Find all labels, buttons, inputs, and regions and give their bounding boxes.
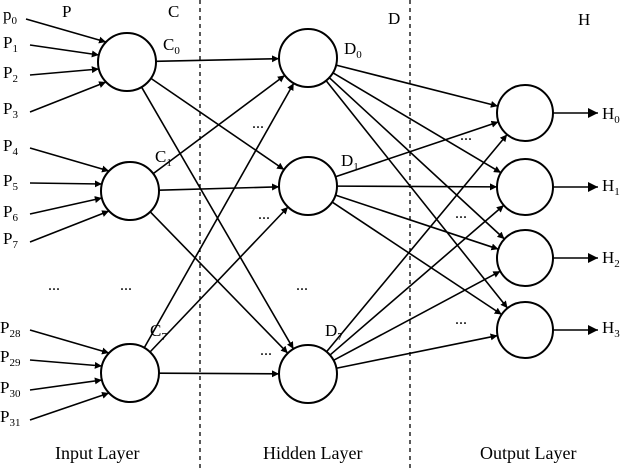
input-edge [29,66,99,76]
input-layer-node [100,161,160,221]
input-label: P4 [3,136,18,158]
input-edge [29,147,110,173]
hidden-edge [149,206,289,353]
hidden-node-label: D1 [341,151,359,173]
header-c: C [168,2,179,21]
output-layer-node [496,158,554,216]
input-edge [29,210,110,243]
input-edge [29,81,107,113]
hidden-edge [158,370,280,378]
input-label: P31 [0,407,20,429]
ellipsis: ... [260,342,272,359]
output-label: H1 [602,176,620,198]
output-edge [335,194,499,251]
ellipsis: ... [48,277,60,294]
output-edge [335,120,499,178]
hidden-layer-node [278,344,338,404]
input-layer-node [100,343,160,403]
input-label: P2 [3,63,18,85]
input-label: P3 [3,99,18,121]
output-layer-label: Output Layer [480,443,576,463]
nodes [97,28,554,404]
output-layer-node [496,84,554,142]
hidden-layer-node [278,156,338,216]
output-label: H0 [602,104,620,126]
ellipsis: ... [120,277,132,294]
output-edge [325,134,508,353]
input-node-label: C0 [163,35,180,57]
input-edge [29,377,102,391]
input-node-label: C7 [150,321,167,343]
layer-dividers [199,0,411,471]
input-edge [29,44,99,58]
input-label: P7 [3,229,18,251]
output-edge [329,204,505,356]
input-edge [29,196,103,215]
output-layer-node [496,229,554,287]
hidden-layer-node [278,28,338,88]
input-edge [29,329,110,355]
input-label: P6 [3,202,18,224]
connections [25,18,598,421]
ellipsis: ... [252,115,264,132]
input-edge [29,359,102,369]
hidden-edge [149,211,289,354]
output-label: H3 [602,318,620,340]
output-edge [331,201,503,316]
output-layer-node [496,301,554,359]
input-layer-label: Input Layer [55,443,139,463]
output-edge [336,333,498,370]
hidden-edge [158,183,280,191]
ellipsis: ... [455,205,467,222]
header-h: H [578,10,590,29]
input-edge [29,391,110,421]
ellipsis: ... [296,277,308,294]
ellipsis: ... [455,311,467,328]
hidden-node-label: D7 [325,321,343,343]
header-p: P [62,2,71,21]
hidden-edge [150,77,285,171]
hidden-node-label: D0 [344,39,362,61]
hidden-edge [152,74,286,175]
input-edge [29,180,102,188]
hidden-layer-label: Hidden Layer [263,443,362,463]
output-edge [332,72,502,174]
input-layer-node [97,32,157,92]
input-label: P5 [3,171,18,193]
input-label: P30 [0,378,21,400]
output-edge [333,270,501,362]
input-node-label: C1 [155,147,172,169]
output-edge [325,80,509,309]
output-edge [336,183,498,191]
input-label: P29 [0,347,21,369]
output-edge [335,64,499,108]
hidden-edge [155,55,280,63]
output-label: H2 [602,248,620,270]
input-label: P28 [0,318,21,340]
input-edge [25,18,107,44]
hidden-edge [143,82,295,349]
header-d: D [388,9,400,28]
output-edge [328,77,505,240]
ellipsis: ... [258,206,270,223]
input-label: p0 [3,5,18,27]
input-label: P1 [3,33,18,55]
ellipsis: ... [460,127,472,144]
